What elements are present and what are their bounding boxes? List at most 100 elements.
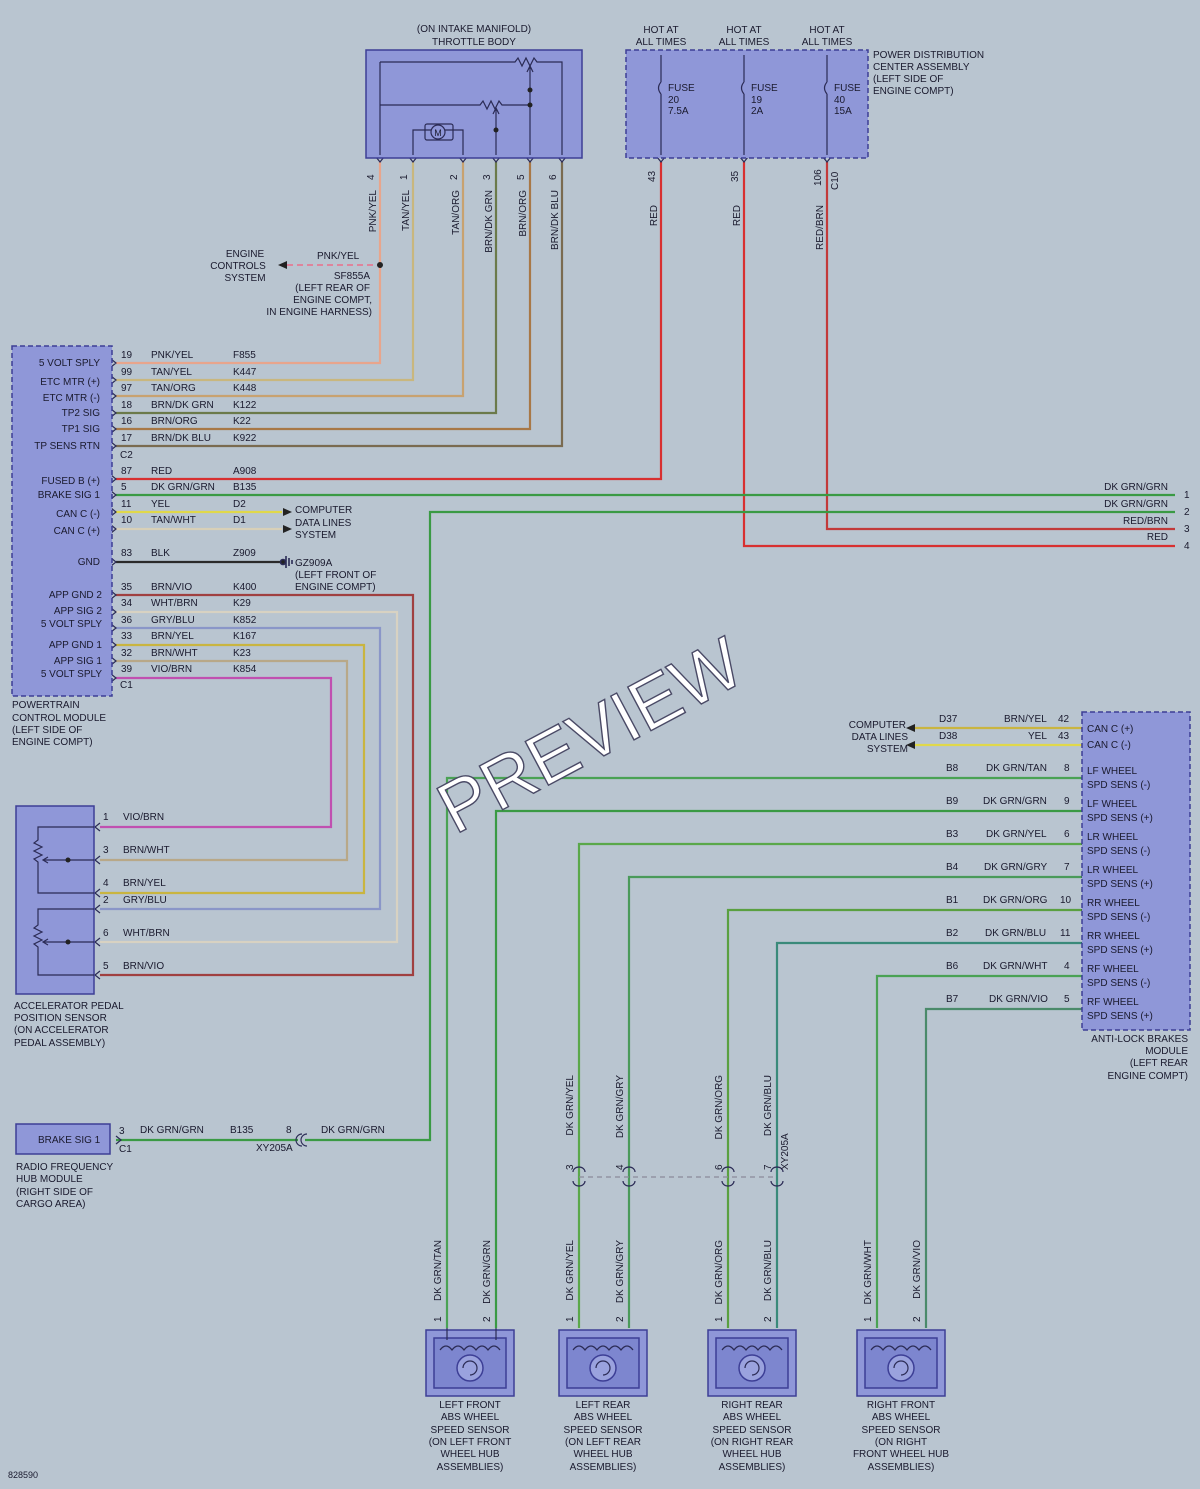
- splice-line: IN ENGINE HARNESS): [266, 307, 372, 318]
- inline-rear-colors: DK GRN/YEL DK GRN/GRY DK GRN/ORG DK GRN/…: [565, 1075, 774, 1140]
- rf-sensor-body: [856, 1329, 946, 1397]
- lr-sensor-title: ABS WHEEL: [574, 1412, 633, 1423]
- rfhub-pin: 3: [119, 1126, 125, 1137]
- wire-tan-org-k448: [116, 162, 465, 398]
- pcm-label: 5 VOLT SPLY: [41, 669, 102, 680]
- rf-sensor-title: (ON RIGHT: [875, 1437, 927, 1448]
- abs-wire-color: DK GRN/GRY: [984, 862, 1047, 873]
- app-title-line: POSITION SENSOR: [14, 1013, 107, 1024]
- pcm-title: POWERTRAIN CONTROL MODULE (LEFT SIDE OF …: [12, 700, 106, 748]
- fuse-label: 15A: [834, 106, 852, 117]
- hot-label: HOT AT: [726, 25, 761, 36]
- pcm-pin: 99: [121, 367, 133, 378]
- abs-pin: 5: [1064, 994, 1070, 1005]
- rr-sensor-title: SPEED SENSOR: [713, 1425, 792, 1436]
- abs-wire-color: DK GRN/VIO: [989, 994, 1048, 1005]
- wire-tan-yel-k447: [116, 162, 415, 382]
- abs-cdl-label: COMPUTER DATA LINES SYSTEM: [849, 720, 909, 755]
- sensor-wire-color: DK GRN/BLU: [763, 1240, 774, 1301]
- abs-pin: 6: [1064, 829, 1070, 840]
- pcm-pin: 5: [121, 482, 127, 493]
- pdc-connector: C10: [830, 171, 841, 190]
- arrow-can-plus-icon: [283, 525, 292, 533]
- lr-sensor-body: [558, 1329, 648, 1397]
- pcm-circuit: D1: [233, 515, 246, 526]
- abs-title-line: ANTI-LOCK BRAKES: [1091, 1034, 1188, 1045]
- sensor-pin: 1: [714, 1316, 725, 1322]
- pdc-title: POWER DISTRIBUTION CENTER ASSEMBLY (LEFT…: [873, 50, 984, 97]
- lf-sensor-title: (ON LEFT FRONT: [429, 1437, 512, 1448]
- pcm-label: CAN C (+): [54, 526, 100, 537]
- rf-sensor-title: SPEED SENSOR: [862, 1425, 941, 1436]
- abs-label: SPD SENS (-): [1087, 912, 1150, 923]
- wire-brn-org-k22: [116, 162, 532, 431]
- splice-line: (LEFT REAR OF: [295, 283, 370, 294]
- throttle-body-box: [365, 49, 583, 159]
- pcm-circuit: Z909: [233, 548, 256, 559]
- pcm-pin: 18: [121, 400, 133, 411]
- abs-circuit: B3: [946, 829, 959, 840]
- wire-pnk-yel-f855: [116, 162, 382, 365]
- abs-title-line: MODULE: [1145, 1046, 1188, 1057]
- app-pin: 1: [103, 812, 109, 823]
- abs-label: SPD SENS (-): [1087, 846, 1150, 857]
- pcm-circuit: K448: [233, 383, 257, 394]
- pcm-circuit: K447: [233, 367, 257, 378]
- inline-connector: XY205A: [780, 1133, 791, 1170]
- rfhub-title-line: HUB MODULE: [16, 1174, 83, 1185]
- fuse-label: 20: [668, 95, 680, 106]
- hot-label: HOT AT: [809, 25, 844, 36]
- abs-can-pin: 42: [1058, 714, 1070, 725]
- fuse-label: 2A: [751, 106, 764, 117]
- pcm-title-line: (LEFT SIDE OF: [12, 725, 82, 736]
- pdc-title-line: (LEFT SIDE OF: [873, 74, 943, 85]
- rfhub-box: [15, 1123, 111, 1155]
- pcm-pin: 39: [121, 664, 133, 675]
- pcm-wire-color: PNK/YEL: [151, 350, 194, 361]
- pcm-pin: 35: [121, 582, 133, 593]
- sensor-boxes: [425, 1328, 946, 1397]
- wire-red-brn: [825, 162, 1175, 531]
- right-wire-color: RED: [1147, 532, 1168, 543]
- rfhub-wire: DK GRN/GRN: [140, 1125, 204, 1136]
- pcm-wire-color: YEL: [151, 499, 170, 510]
- sensor-pin: 1: [565, 1316, 576, 1322]
- pcm-label: 5 VOLT SPLY: [39, 358, 100, 369]
- abs-label: SPD SENS (+): [1087, 945, 1153, 956]
- abs-title-line: ENGINE COMPT): [1107, 1071, 1188, 1082]
- wire-brn-vio-k400: [100, 593, 415, 977]
- app-pin: 4: [103, 878, 109, 889]
- pcm-circuit: K29: [233, 598, 251, 609]
- rr-sensor-title: RIGHT REAR: [721, 1400, 783, 1411]
- pdc-pin: 43: [647, 170, 658, 182]
- pdc-pin: 35: [730, 170, 741, 182]
- app-pin: 2: [103, 895, 109, 906]
- pcm-circuit: D2: [233, 499, 246, 510]
- pcm-circuit: K922: [233, 433, 257, 444]
- right-wire-color: DK GRN/GRN: [1104, 499, 1168, 510]
- inline-wire-color: DK GRN/GRY: [615, 1075, 626, 1138]
- pcm-pin: 97: [121, 383, 133, 394]
- throttle-pin: 6: [548, 174, 559, 180]
- app-wire-color: BRN/YEL: [123, 878, 166, 889]
- engine-controls-line: SYSTEM: [224, 273, 265, 284]
- rr-sensor-title: (ON RIGHT REAR: [711, 1437, 794, 1448]
- abs-label: LF WHEEL: [1087, 799, 1137, 810]
- hot-label: ALL TIMES: [719, 37, 770, 48]
- abs-wire-color: DK GRN/GRN: [983, 796, 1047, 807]
- pcm-label: GND: [78, 557, 100, 568]
- pcm-wire-color: WHT/BRN: [151, 598, 198, 609]
- ground-label: GZ909A (LEFT FRONT OF ENGINE COMPT): [295, 558, 376, 593]
- sensor-pin: 2: [482, 1316, 493, 1322]
- throttle-wire-color: TAN/ORG: [451, 190, 462, 235]
- arrows: [278, 261, 915, 749]
- abs-labels: CAN C (+) CAN C (-) LF WHEEL SPD SENS (-…: [1087, 724, 1153, 1022]
- lr-sensor-title: LEFT REAR: [576, 1400, 631, 1411]
- engine-controls-label: ENGINE CONTROLS SYSTEM: [210, 249, 266, 284]
- abs-can-circuit: D37: [939, 714, 958, 725]
- abs-pin: 11: [1060, 928, 1071, 939]
- lf-sensor-title: ABS WHEEL: [441, 1412, 500, 1423]
